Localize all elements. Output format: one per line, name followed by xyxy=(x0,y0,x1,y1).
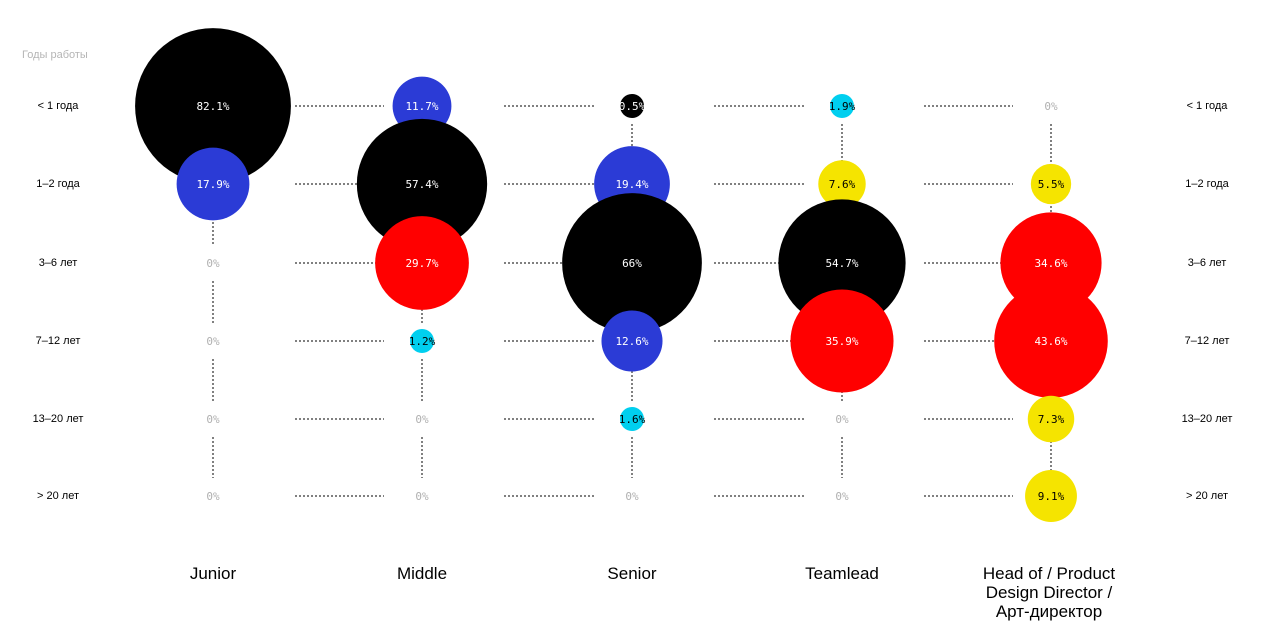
column-labels: Junior Middle Senior Teamlead Head of / Prod… xyxy=(190,564,1116,621)
bubble xyxy=(1027,395,1075,443)
row-axis-title: Годы работы xyxy=(22,49,88,61)
bubble xyxy=(1030,163,1072,205)
value-label: 1.6% xyxy=(619,413,646,426)
value-label: 57.4% xyxy=(405,178,438,191)
value-label: 5.5% xyxy=(1038,178,1065,191)
bubble xyxy=(601,310,663,372)
label-background xyxy=(400,410,444,428)
row-label-right: > 20 лет xyxy=(1186,490,1228,502)
bubble xyxy=(620,407,644,431)
bubble xyxy=(356,118,488,250)
row-label-right: 13–20 лет xyxy=(1182,413,1233,425)
value-label: 0% xyxy=(206,335,220,348)
column-label: Senior xyxy=(607,564,656,583)
bubble xyxy=(1000,212,1102,314)
value-label: 0% xyxy=(206,257,220,270)
value-label: 0% xyxy=(625,490,639,503)
value-label: 19.4% xyxy=(615,178,648,191)
value-label: 7.3% xyxy=(1038,413,1065,426)
row-label-left: 7–12 лет xyxy=(36,335,81,347)
value-label: 1.9% xyxy=(829,100,856,113)
bubble xyxy=(135,28,291,184)
column-label: Design Director / xyxy=(986,583,1113,602)
bubble xyxy=(778,199,906,327)
row-labels-right: < 1 года 1–2 года 3–6 лет 7–12 лет 13–20 лет… xyxy=(1182,100,1233,502)
value-label: 0% xyxy=(1044,100,1058,113)
bubble xyxy=(176,147,250,221)
label-background xyxy=(191,410,235,428)
label-background xyxy=(191,487,235,505)
value-label: 0.5% xyxy=(619,100,646,113)
row-label-left: 13–20 лет xyxy=(33,413,84,425)
column-label: Teamlead xyxy=(805,564,879,583)
label-background xyxy=(191,332,235,350)
bubble xyxy=(818,160,866,208)
row-label-right: 7–12 лет xyxy=(1185,335,1230,347)
value-labels: 82.1% 17.9% 0% 0% 0% 0% 11.7% 57.4% 29.7% 1.2% 0% 0… xyxy=(196,100,1067,503)
row-label-left: 1–2 года xyxy=(36,178,80,190)
row-label-left: 3–6 лет xyxy=(39,257,78,269)
label-background xyxy=(191,254,235,272)
bubbles xyxy=(135,28,1108,522)
label-background xyxy=(820,410,864,428)
value-label: 0% xyxy=(415,490,429,503)
label-background xyxy=(610,487,654,505)
value-label: 0% xyxy=(835,490,849,503)
value-label: 35.9% xyxy=(825,335,858,348)
row-label-left: > 20 лет xyxy=(37,490,79,502)
row-label-left: < 1 года xyxy=(38,100,80,112)
bubble xyxy=(994,284,1108,398)
column-label: Junior xyxy=(190,564,237,583)
value-label: 0% xyxy=(206,490,220,503)
label-background xyxy=(400,487,444,505)
label-background xyxy=(1029,97,1073,115)
label-background xyxy=(820,487,864,505)
value-label: 54.7% xyxy=(825,257,858,270)
row-label-right: < 1 года xyxy=(1187,100,1229,112)
value-label: 12.6% xyxy=(615,335,648,348)
row-labels-left: < 1 года 1–2 года 3–6 лет 7–12 лет 13–20 лет… xyxy=(33,100,84,502)
column-label: Middle xyxy=(397,564,447,583)
value-label: 66% xyxy=(622,257,642,270)
row-label-right: 1–2 года xyxy=(1185,178,1229,190)
value-label: 17.9% xyxy=(196,178,229,191)
value-label: 82.1% xyxy=(196,100,229,113)
bubble xyxy=(1025,470,1077,522)
value-label: 1.2% xyxy=(409,335,436,348)
value-label: 0% xyxy=(835,413,849,426)
value-label: 43.6% xyxy=(1034,335,1067,348)
column-label: Арт-директор xyxy=(996,602,1102,621)
bubble xyxy=(562,193,702,333)
bubble xyxy=(830,94,854,118)
value-label: 34.6% xyxy=(1034,257,1067,270)
row-label-right: 3–6 лет xyxy=(1188,257,1227,269)
value-label: 0% xyxy=(415,413,429,426)
value-label: 7.6% xyxy=(829,178,856,191)
value-label: 0% xyxy=(206,413,220,426)
value-label: 11.7% xyxy=(405,100,438,113)
value-label: 29.7% xyxy=(405,257,438,270)
bubble xyxy=(790,289,894,393)
value-label: 9.1% xyxy=(1038,490,1065,503)
bubble xyxy=(620,94,644,118)
bubble xyxy=(410,329,434,353)
column-label: Head of / Product xyxy=(983,564,1116,583)
bubble xyxy=(375,216,469,310)
